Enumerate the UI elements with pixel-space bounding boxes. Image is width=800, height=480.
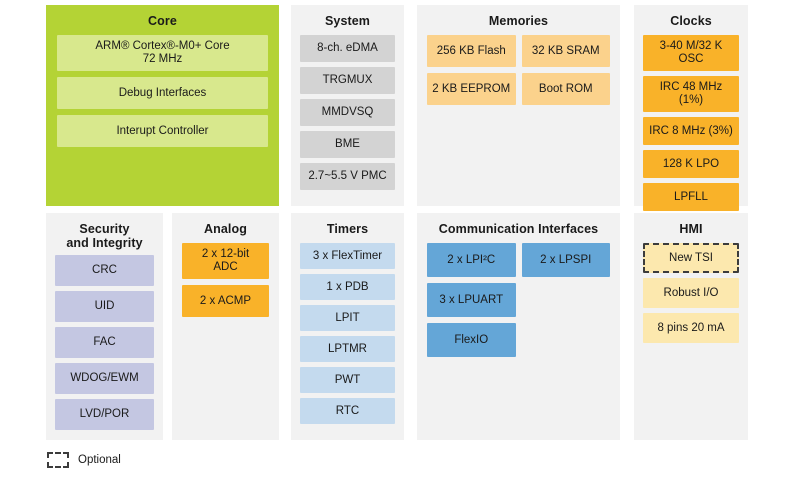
panel-hmi: HMI New TSI Robust I/O 8 pins 20 mA (634, 213, 748, 440)
panel-hmi-title: HMI (679, 222, 703, 236)
block-flash: 256 KB Flash (427, 35, 516, 67)
block-irc-48mhz: IRC 48 MHz (1%) (643, 76, 739, 112)
block-lpfll: LPFLL (643, 183, 739, 211)
block-pmc: 2.7~5.5 V PMC (300, 163, 395, 190)
block-flexio: FlexIO (427, 323, 516, 357)
block-flextimer: 3 x FlexTimer (300, 243, 395, 269)
block-mmdvsq: MMDVSQ (300, 99, 395, 126)
legend-label-optional: Optional (78, 454, 121, 466)
panel-security-blocks: CRC UID FAC WDOG/EWM LVD/POR (46, 255, 163, 430)
panel-core-title: Core (148, 14, 177, 28)
panel-timers-title: Timers (326, 222, 369, 236)
block-fac: FAC (55, 327, 154, 358)
block-lptmr: LPTMR (300, 336, 395, 362)
panel-timers-blocks: 3 x FlexTimer 1 x PDB LPIT LPTMR PWT RTC (291, 243, 404, 424)
block-pwt: PWT (300, 367, 395, 393)
block-debug-interfaces: Debug Interfaces (57, 77, 268, 109)
block-interupt-controller: Interupt Controller (57, 115, 268, 147)
panel-timers: Timers 3 x FlexTimer 1 x PDB LPIT LPTMR … (291, 213, 404, 440)
panel-clocks-blocks: 3-40 M/32 K OSC IRC 48 MHz (1%) IRC 8 MH… (634, 35, 748, 211)
block-eeprom: 2 KB EEPROM (427, 73, 516, 105)
block-sram: 32 KB SRAM (521, 35, 610, 67)
block-irc-8mhz: IRC 8 MHz (3%) (643, 117, 739, 145)
block-osc: 3-40 M/32 K OSC (643, 35, 739, 71)
panel-hmi-blocks: New TSI Robust I/O 8 pins 20 mA (634, 243, 748, 343)
block-robust-io: Robust I/O (643, 278, 739, 308)
block-8-pins-20ma: 8 pins 20 mA (643, 313, 739, 343)
dashed-optional-swatch (47, 452, 69, 468)
panel-communication-title: Communication Interfaces (438, 222, 599, 236)
panel-system: System 8-ch. eDMA TRGMUX MMDVSQ BME 2.7~… (291, 5, 404, 206)
block-rtc: RTC (300, 398, 395, 424)
panel-memories: Memories 256 KB Flash 32 KB SRAM 2 KB EE… (417, 5, 620, 206)
panel-communication-interfaces: Communication Interfaces 2 x LPI²C 2 x L… (417, 213, 620, 440)
block-bme: BME (300, 131, 395, 158)
block-lpo: 128 K LPO (643, 150, 739, 178)
panel-memories-blocks: 256 KB Flash 32 KB SRAM 2 KB EEPROM Boot… (417, 35, 620, 105)
legend: Optional (47, 452, 121, 468)
block-acmp: 2 x ACMP (182, 285, 269, 317)
panel-communication-blocks: 2 x LPI²C 2 x LPSPI 3 x LPUART FlexIO (417, 243, 620, 357)
panel-system-blocks: 8-ch. eDMA TRGMUX MMDVSQ BME 2.7~5.5 V P… (291, 35, 404, 190)
block-lvd-por: LVD/POR (55, 399, 154, 430)
block-lpuart: 3 x LPUART (427, 283, 516, 317)
block-boot-rom: Boot ROM (521, 73, 610, 105)
block-lpit: LPIT (300, 305, 395, 331)
panel-clocks-title: Clocks (670, 14, 712, 28)
panel-clocks: Clocks 3-40 M/32 K OSC IRC 48 MHz (1%) I… (634, 5, 748, 211)
block-spacer (522, 283, 611, 317)
block-pdb: 1 x PDB (300, 274, 395, 300)
block-lpspi: 2 x LPSPI (521, 243, 610, 277)
panel-analog-title: Analog (204, 222, 247, 236)
block-trgmux: TRGMUX (300, 67, 395, 94)
block-crc: CRC (55, 255, 154, 286)
block-uid: UID (55, 291, 154, 322)
panel-system-title: System (324, 14, 371, 28)
block-new-tsi: New TSI (643, 243, 739, 273)
block-wdog-ewm: WDOG/EWM (55, 363, 154, 394)
block-lpi2c: 2 x LPI²C (427, 243, 516, 277)
block-edma: 8-ch. eDMA (300, 35, 395, 62)
panel-memories-title: Memories (488, 14, 549, 28)
